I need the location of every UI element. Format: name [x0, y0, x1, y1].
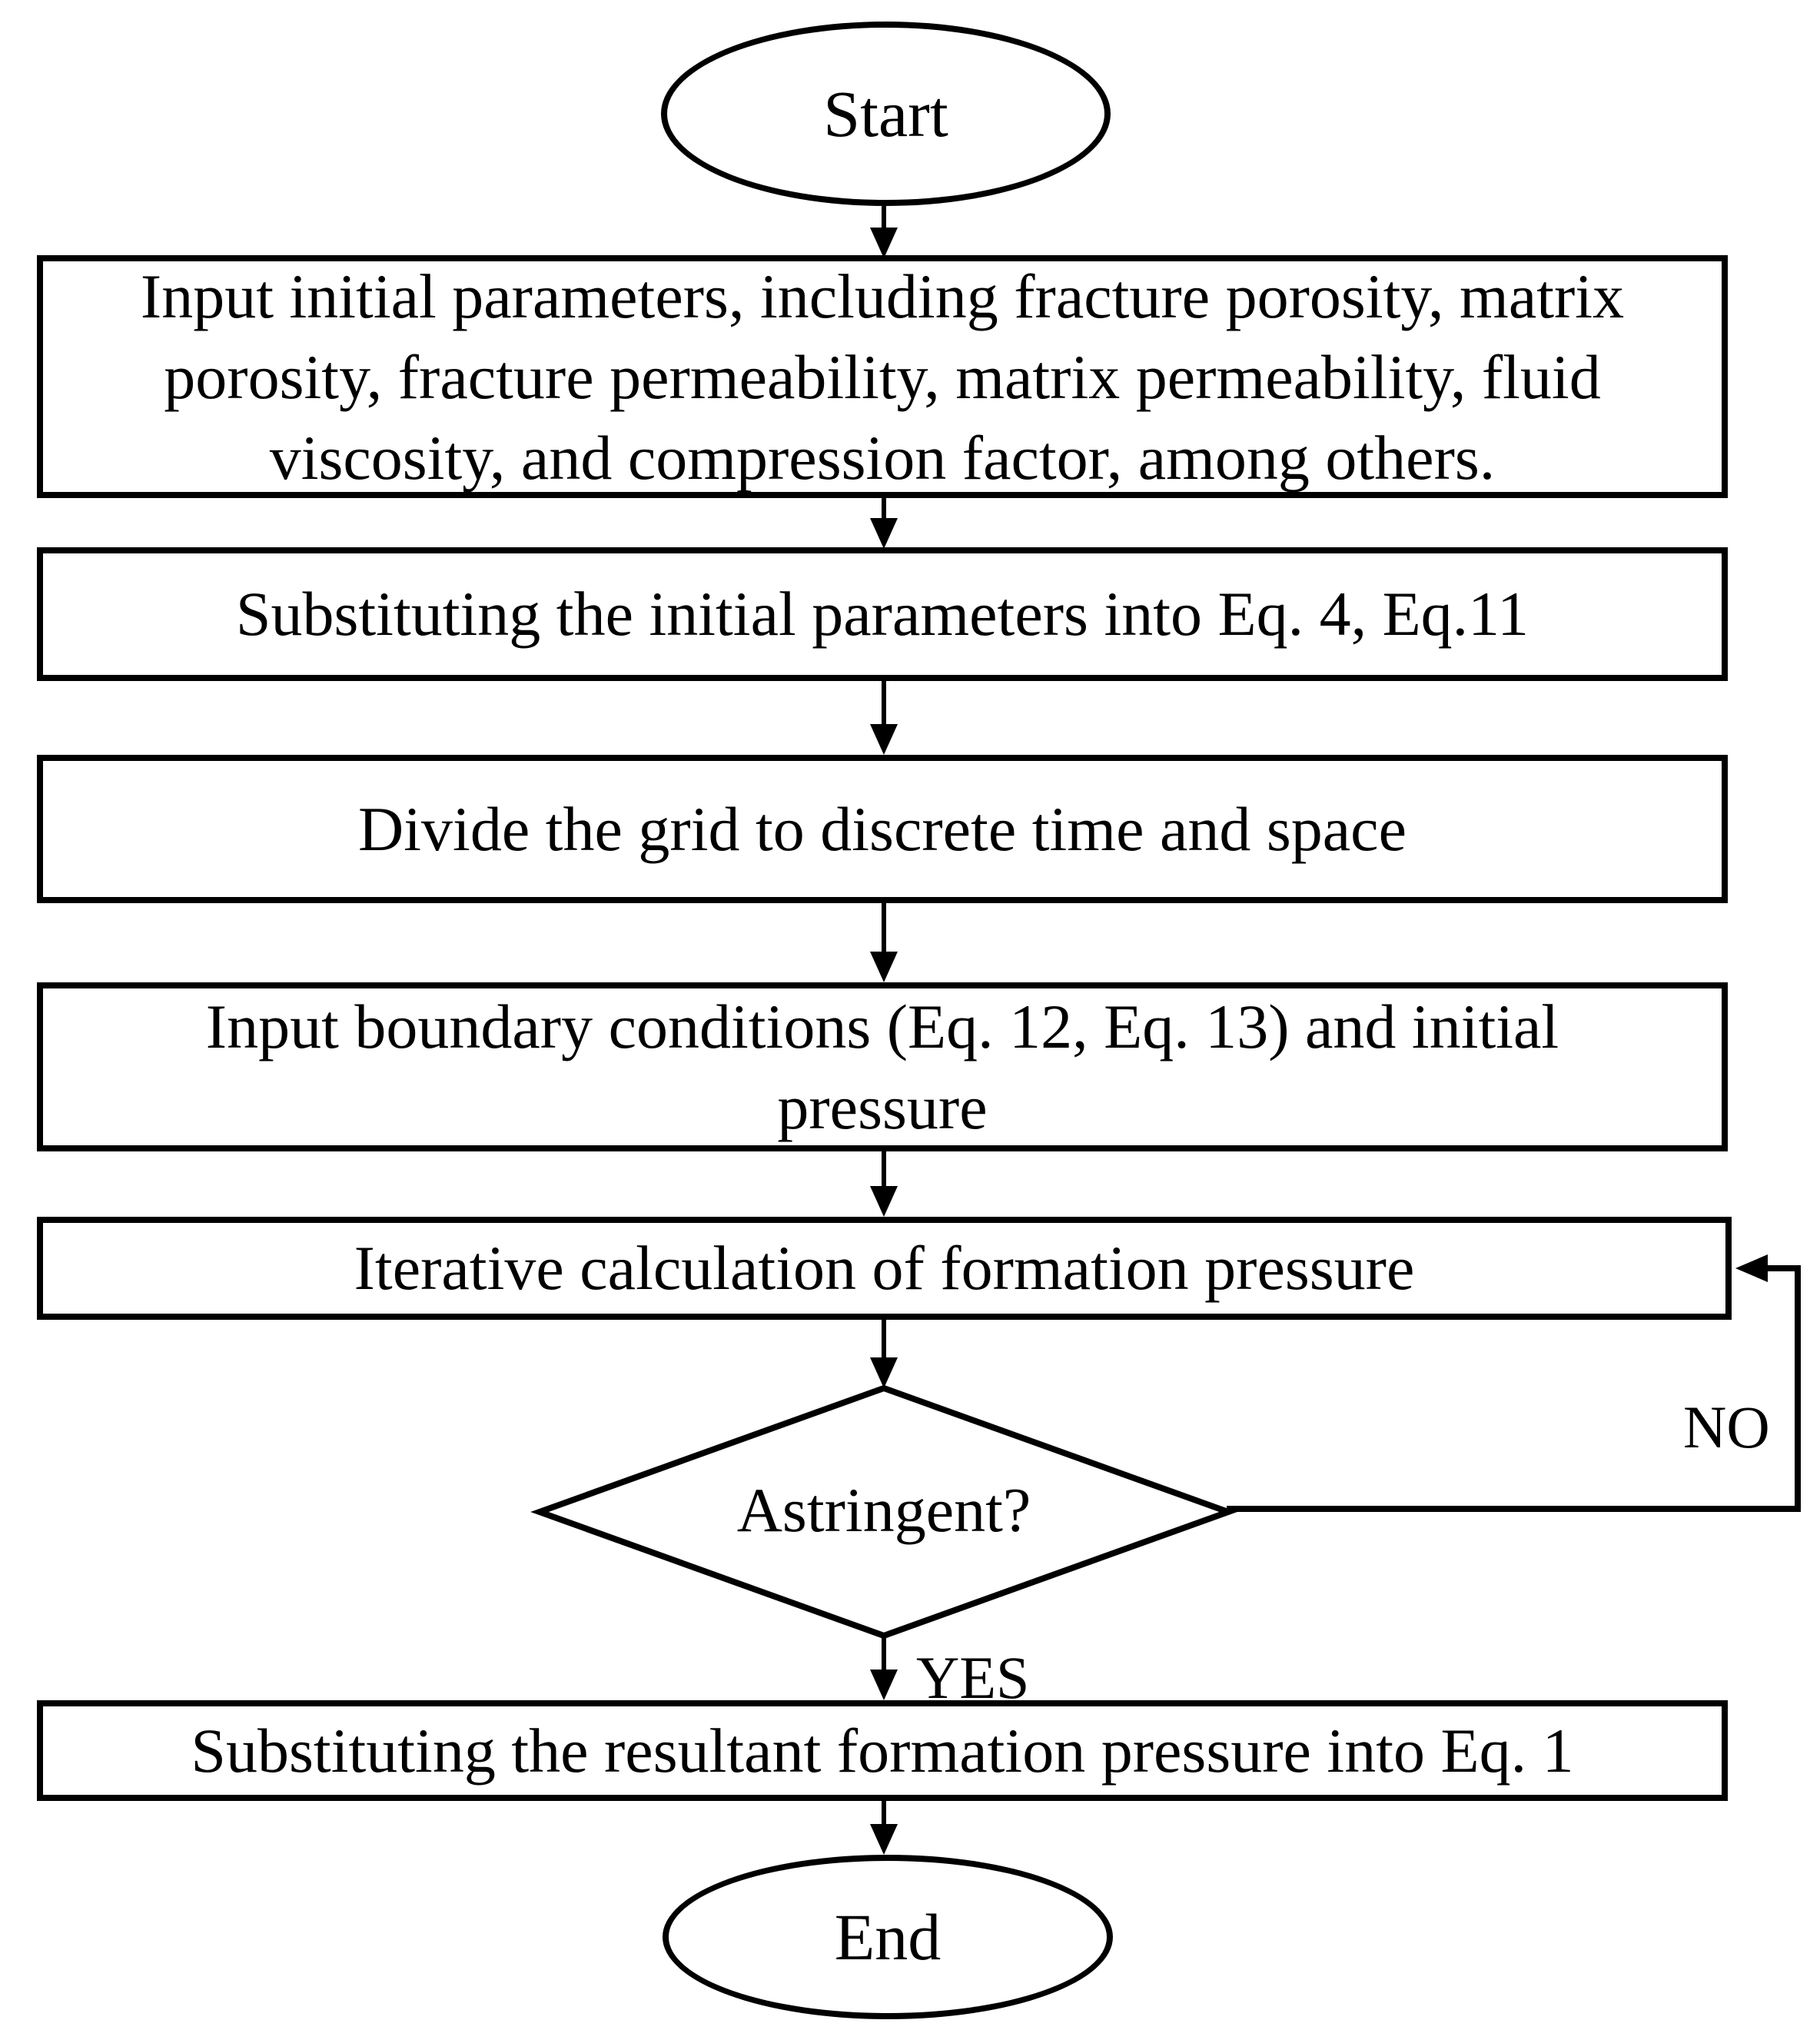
arrowhead-start-to-step1 [870, 228, 898, 258]
process-text-line: Substituting the resultant formation pre… [191, 1715, 1574, 1786]
arrowhead-step3-to-step4 [870, 952, 898, 982]
edge-label-yes: YES [916, 1644, 1030, 1711]
process-text-line: Iterative calculation of formation press… [354, 1233, 1415, 1303]
process-input-boundary-conditions: Input boundary conditions (Eq. 12, Eq. 1… [37, 982, 1728, 1151]
process-text-line: pressure [777, 1072, 988, 1142]
arrowhead-step6-to-end [870, 1824, 898, 1855]
start-label: Start [823, 77, 948, 151]
process-divide-grid: Divide the grid to discrete time and spa… [37, 755, 1728, 903]
process-text-line: Input initial parameters, including frac… [140, 261, 1625, 331]
process-text-line: Substituting the initial parameters into… [235, 579, 1529, 649]
arrowhead-step1-to-step2 [870, 518, 898, 549]
arrowhead-step4-to-step5 [870, 1186, 898, 1217]
decision-astringent-label: Astringent? [736, 1475, 1031, 1545]
arrowhead-step2-to-step3 [870, 724, 898, 755]
end-label: End [834, 1900, 942, 1974]
process-substitute-resultant-pressure: Substituting the resultant formation pre… [37, 1700, 1728, 1801]
start-node: Start [661, 22, 1111, 206]
process-input-initial-parameters: Input initial parameters, including frac… [37, 255, 1728, 498]
arrowhead-decision-to-step6-yes [870, 1670, 898, 1700]
process-iterative-calculation: Iterative calculation of formation press… [37, 1217, 1732, 1320]
process-text-line: viscosity, and compression factor, among… [269, 422, 1496, 493]
edge-label-no: NO [1683, 1394, 1770, 1460]
process-text-line: porosity, fracture permeability, matrix … [164, 341, 1601, 412]
process-text-line: Divide the grid to discrete time and spa… [358, 793, 1407, 864]
arrowhead-decision-to-step5-no [1735, 1254, 1768, 1282]
end-node: End [663, 1855, 1113, 2019]
arrowhead-step5-to-decision [870, 1357, 898, 1388]
process-text-line: Input boundary conditions (Eq. 12, Eq. 1… [205, 992, 1559, 1062]
process-substitute-initial-parameters: Substituting the initial parameters into… [37, 547, 1728, 681]
